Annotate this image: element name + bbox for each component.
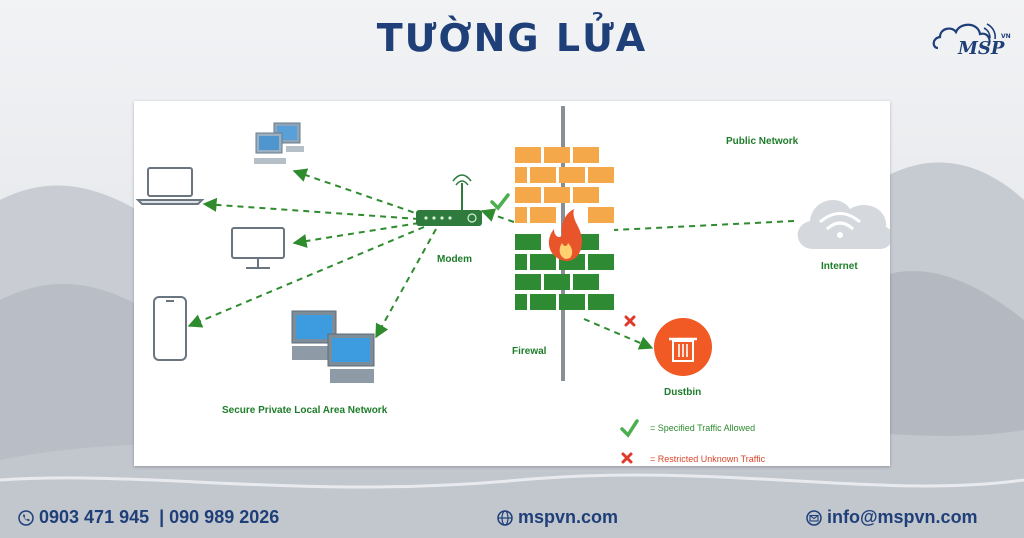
legend-restricted-text: = Restricted Unknown Traffic [650,454,766,464]
link-modem-to-monitor [292,222,420,248]
logo-text: MSP [958,38,1005,59]
laptop-icon [135,167,205,205]
internet-label: Internet [821,261,858,272]
link-modem-to-laptop [202,197,420,220]
internet-cloud-icon [797,200,890,249]
link-firewall-to-modem [480,208,515,223]
fire-icon [548,209,582,261]
public-network-label: Public Network [726,136,799,147]
dustbin-icon [654,318,712,376]
phone-text: 0903 471 945 | 090 989 2026 [39,507,280,527]
firewall-label: Firewal [512,346,547,357]
email-icon [806,509,822,526]
modem-label: Modem [437,254,472,265]
workstations-icon [291,310,375,383]
link-firewall-to-dustbin [583,318,654,350]
dustbin-label: Dustbin [664,387,701,398]
legend-check-icon [620,419,639,438]
allowed-check-icon [490,193,510,211]
link-internet-to-firewall [613,220,795,231]
smartphone-icon [153,296,187,361]
monitor-icon [231,227,285,269]
globe-icon [497,509,513,526]
modem-router-icon [416,174,482,226]
legend: = Specified Traffic Allowed = Restricted… [620,419,766,464]
restricted-cross-icon [624,315,636,327]
firewall-wall-icon [515,106,614,381]
logo-sup: VN [1001,33,1011,40]
desktop-computer-icon [254,122,304,164]
email-text: info@mspvn.com [827,507,978,527]
msp-cloud-logo-icon [932,23,996,50]
link-modem-to-phone [187,226,425,328]
page-title: TƯỜNG LỬA [376,16,648,60]
website-text: mspvn.com [518,507,619,527]
legend-cross-icon [621,452,633,464]
legend-allowed-text: = Specified Traffic Allowed [650,423,755,433]
lan-label: Secure Private Local Area Network [222,405,388,416]
link-modem-to-workstations [375,228,437,339]
footer-phone[interactable]: 0903 471 945 | 090 989 2026 [18,507,279,528]
footer-website[interactable]: mspvn.com [497,507,618,528]
link-modem-to-desktop [292,168,425,217]
network-links [187,168,795,350]
diagram-panel: Public Network Internet Modem Firewal Du… [134,101,890,466]
phone-icon [18,509,34,526]
footer-email[interactable]: info@mspvn.com [806,507,978,528]
firewall-diagram: Public Network Internet Modem Firewal Du… [135,106,890,464]
